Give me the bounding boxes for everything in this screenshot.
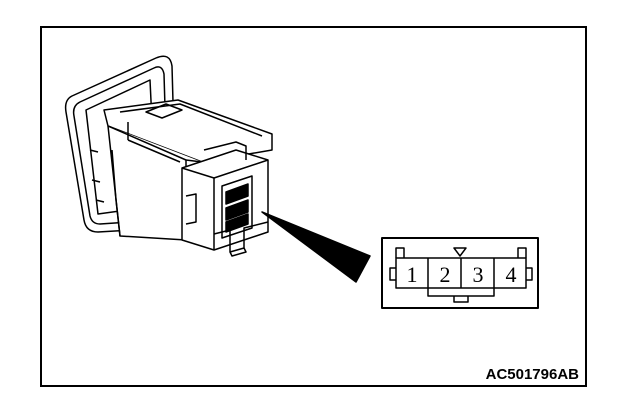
pin-label-2: 2 — [440, 262, 451, 287]
connector-housing — [181, 141, 269, 257]
pointer-wedge — [261, 211, 371, 283]
figure-code: AC501796AB — [485, 366, 579, 383]
pin-label-4: 4 — [506, 262, 517, 287]
polarity-mark — [453, 247, 467, 257]
figure-frame: AC501796AB — [40, 26, 587, 387]
pin-label-3: 3 — [473, 262, 484, 287]
connector-face — [389, 247, 533, 303]
switch-body — [103, 99, 273, 241]
pin-label-1: 1 — [407, 262, 418, 287]
